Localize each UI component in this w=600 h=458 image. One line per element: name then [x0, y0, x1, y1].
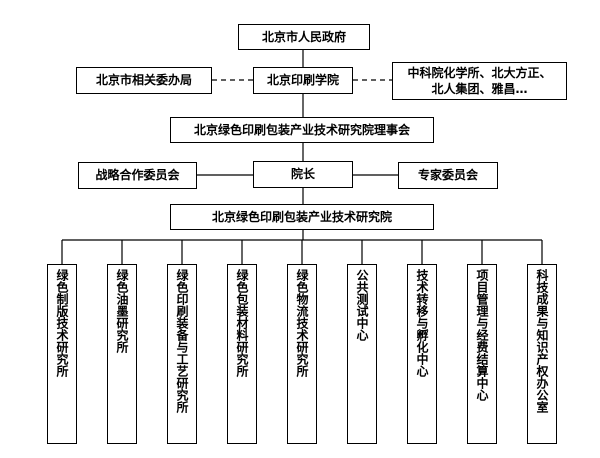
council-box: 北京绿色印刷包装产业技术研究院理事会 — [170, 117, 434, 143]
department-label: 项目管理与经费结算中心 — [475, 269, 489, 401]
strategy-committee-box: 战略合作委员会 — [78, 162, 197, 189]
department-label: 公共测试中心 — [355, 269, 369, 341]
department-box: 项目管理与经费结算中心 — [467, 264, 497, 444]
department-box: 绿色制版技术研究所 — [47, 264, 77, 444]
academy-box: 北京绿色印刷包装产业技术研究院 — [170, 204, 434, 230]
department-label: 绿色油墨研究所 — [115, 269, 129, 353]
department-box: 绿色物流技术研究所 — [287, 264, 317, 444]
department-label: 技术转移与孵化中心 — [415, 269, 429, 377]
president-label: 院长 — [290, 167, 315, 181]
government-box: 北京市人民政府 — [238, 24, 370, 50]
council-label: 北京绿色印刷包装产业技术研究院理事会 — [193, 122, 410, 137]
department-box: 绿色印刷装备与工艺研究所 — [167, 264, 197, 444]
partners-label-line1: 中科院化学所、北大方正、 — [407, 66, 552, 80]
partners-box: 中科院化学所、北大方正、 北人集团、雅昌… — [392, 62, 567, 100]
government-label: 北京市人民政府 — [261, 29, 346, 44]
partners-label-line2: 北人集团、雅昌… — [431, 82, 528, 96]
department-box: 技术转移与孵化中心 — [407, 264, 437, 444]
expert-committee-label: 专家委员会 — [417, 168, 478, 182]
department-label: 绿色印刷装备与工艺研究所 — [175, 269, 189, 413]
department-label: 绿色包装材料研究所 — [235, 269, 249, 377]
department-box: 绿色油墨研究所 — [107, 264, 137, 444]
department-box: 绿色包装材料研究所 — [227, 264, 257, 444]
department-label: 绿色制版技术研究所 — [55, 269, 69, 377]
institute-label: 北京印刷学院 — [266, 73, 339, 87]
department-label: 科技成果与知识产权办公室 — [535, 269, 549, 413]
academy-label: 北京绿色印刷包装产业技术研究院 — [211, 209, 392, 224]
president-box: 院长 — [253, 161, 353, 188]
department-label: 绿色物流技术研究所 — [295, 269, 309, 377]
expert-committee-box: 专家委员会 — [398, 162, 498, 189]
commission-box: 北京市相关委办局 — [76, 67, 212, 94]
commission-label: 北京市相关委办局 — [95, 73, 192, 87]
department-box: 科技成果与知识产权办公室 — [527, 264, 557, 444]
strategy-committee-label: 战略合作委员会 — [95, 168, 180, 182]
institute-box: 北京印刷学院 — [253, 67, 353, 94]
department-box: 公共测试中心 — [347, 264, 377, 444]
